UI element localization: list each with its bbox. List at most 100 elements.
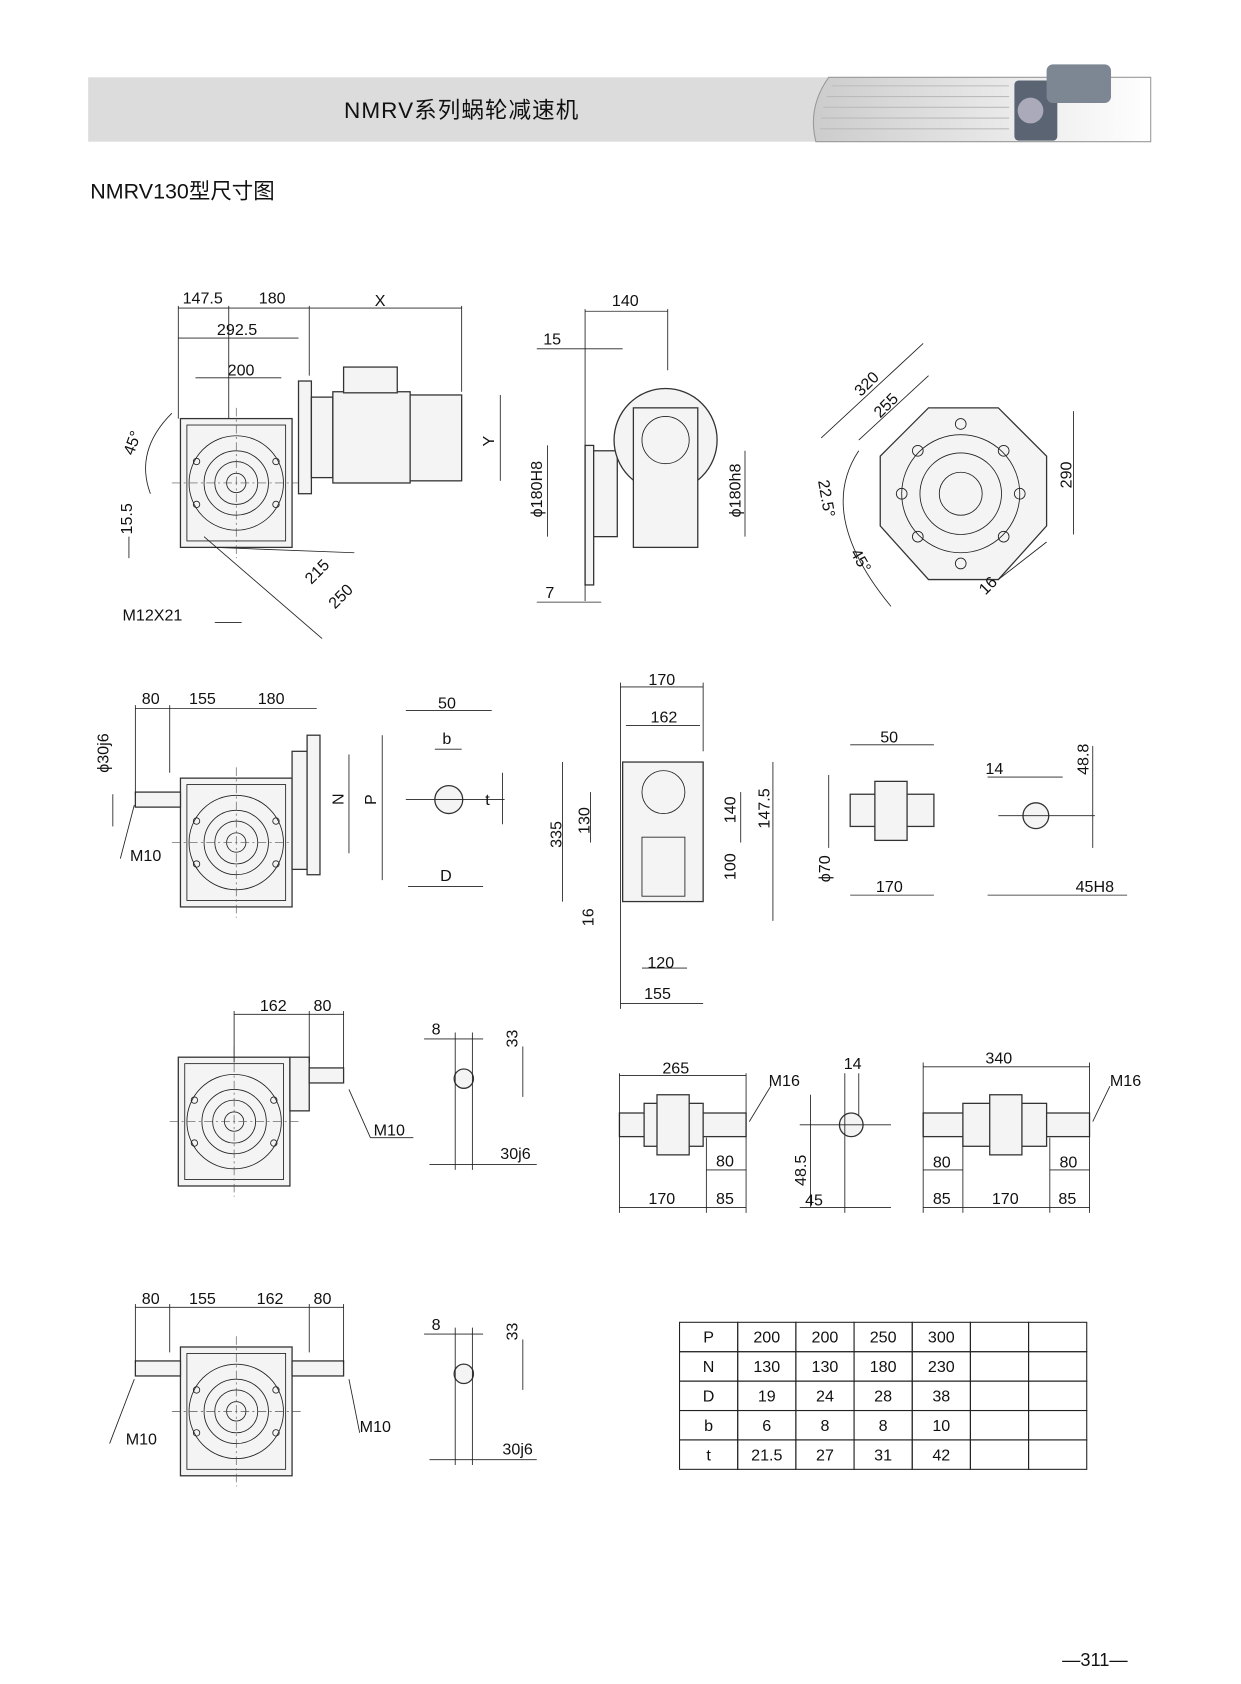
table-cell: 200: [812, 1329, 839, 1347]
dim-label: P: [362, 794, 380, 805]
table-cell: 200: [753, 1329, 780, 1347]
figure-flange-view: 320 255 290 22.5° 45° 16: [814, 343, 1075, 607]
table-cell: 8: [820, 1417, 829, 1435]
dim-label: D: [440, 867, 452, 885]
dim-label: 140: [612, 292, 639, 310]
dim-label: 80: [142, 690, 160, 708]
dim-label: 48.8: [1074, 744, 1092, 775]
dim-label: 80: [142, 1290, 160, 1308]
table-cell-border: [1028, 1409, 1088, 1441]
table-cell-border: [969, 1351, 1030, 1382]
dim-label: 155: [189, 1290, 216, 1308]
table-cell: 27: [816, 1446, 834, 1464]
dim-label: 45H8: [1076, 878, 1114, 896]
dim-label: 16: [580, 908, 598, 926]
dim-label: 45°: [120, 429, 145, 458]
dim-label: 340: [985, 1050, 1012, 1068]
dim-label: N: [330, 793, 348, 805]
dim-label: 80: [314, 1290, 332, 1308]
dim-label: 100: [721, 853, 739, 880]
figure-output-shaft-view: 162 80 M10: [169, 997, 414, 1198]
dim-label: 8: [432, 1021, 441, 1039]
dim-label: 30j6: [500, 1145, 530, 1163]
table-cell: 130: [812, 1358, 839, 1376]
dim-label: M10: [374, 1122, 405, 1140]
dim-label: M10: [126, 1431, 157, 1449]
dim-label: 180: [259, 290, 286, 308]
table-row-header: b: [704, 1417, 713, 1435]
dim-label: 255: [870, 390, 902, 422]
figure-hollow-shaft: 50 ϕ70 170: [816, 729, 935, 896]
dim-label: 215: [301, 556, 333, 588]
dim-label: 335: [547, 821, 565, 848]
figure-motor-assembly: 147.5 180 X 292.5 200 45° 15.5 215 250 M…: [118, 290, 501, 639]
dim-label: 162: [260, 997, 287, 1015]
dim-label: Y: [480, 435, 498, 446]
dim-label: 155: [644, 985, 671, 1003]
table-cell: 300: [928, 1329, 955, 1347]
table-cell: 10: [932, 1417, 950, 1435]
dim-label: t: [485, 791, 490, 809]
figure-hollow-bore: 14 48.8 45H8: [985, 744, 1128, 896]
dim-label: 48.5: [792, 1155, 810, 1186]
dim-label: ϕ70: [816, 855, 834, 882]
dim-label: 140: [721, 796, 739, 823]
dim-label: 80: [933, 1154, 951, 1172]
dim-label: 45: [805, 1191, 823, 1209]
dim-label: 265: [662, 1059, 689, 1077]
table-cell: 42: [932, 1446, 950, 1464]
dim-label: 85: [933, 1190, 951, 1208]
dim-label: 147.5: [183, 290, 223, 308]
page-subtitle: NMRV130型尺寸图: [90, 180, 274, 204]
dim-label: b: [442, 730, 451, 748]
page-number: —311—: [1062, 1649, 1128, 1670]
table-cell: 28: [874, 1388, 892, 1406]
dim-label: 170: [992, 1190, 1019, 1208]
table-row-header: P: [703, 1329, 714, 1347]
dim-label: 50: [438, 694, 456, 712]
dim-label: 250: [325, 581, 357, 613]
dim-label: 162: [257, 1290, 284, 1308]
dim-label: 15.5: [118, 503, 136, 534]
dim-label: 33: [503, 1323, 521, 1341]
figure-side-view: 140 15 ϕ180H8 ϕ180h8 7: [528, 292, 746, 603]
dim-label: 162: [651, 708, 678, 726]
table-cell-border: [1028, 1380, 1088, 1412]
dim-label: M10: [130, 847, 161, 865]
dim-label: 292.5: [217, 321, 257, 339]
figure-single-output-shaft: 265 M16 80 170 85: [618, 1059, 800, 1213]
table-cell: 38: [932, 1388, 950, 1406]
dim-label: 80: [314, 997, 332, 1015]
dim-label: 147.5: [756, 788, 774, 828]
table-cell-border: [969, 1380, 1030, 1412]
product-photo: [1014, 64, 1111, 141]
figure-input-shaft-view: 80 155 180 ϕ30j6 M10 N P: [95, 690, 383, 919]
dim-label: 290: [1057, 461, 1075, 488]
dim-label: M16: [769, 1072, 800, 1090]
dim-label: ϕ180H8: [528, 461, 546, 517]
table-row-header: D: [703, 1388, 715, 1406]
table-cell: 31: [874, 1446, 892, 1464]
figure-double-output-shaft: 340 M16 80 80 85 170 85: [922, 1050, 1141, 1213]
dim-label: ϕ30j6: [95, 733, 113, 772]
dim-label: 320: [851, 368, 883, 400]
dim-label: M12X21: [122, 606, 182, 624]
figure-shaft-key-detail-2: 8 33 30j6: [424, 1316, 537, 1466]
dim-label: 30j6: [502, 1440, 532, 1458]
table-cell-border: [1028, 1351, 1088, 1382]
header-title: NMRV系列蜗轮减速机: [344, 98, 579, 123]
dim-label: 170: [876, 878, 903, 896]
figure-front-view: 170 162 335 130 140 147.5 100 16 120 155: [547, 671, 774, 1009]
dim-label: 155: [189, 690, 216, 708]
dim-label: 200: [228, 362, 255, 380]
dim-label: 130: [575, 807, 593, 834]
table-cell-border: [1028, 1439, 1088, 1470]
table-cell: 19: [758, 1388, 776, 1406]
dim-label: 170: [648, 1190, 675, 1208]
table-cell: 8: [879, 1417, 888, 1435]
figure-shaft-key-detail: 8 33 30j6: [424, 1021, 537, 1170]
